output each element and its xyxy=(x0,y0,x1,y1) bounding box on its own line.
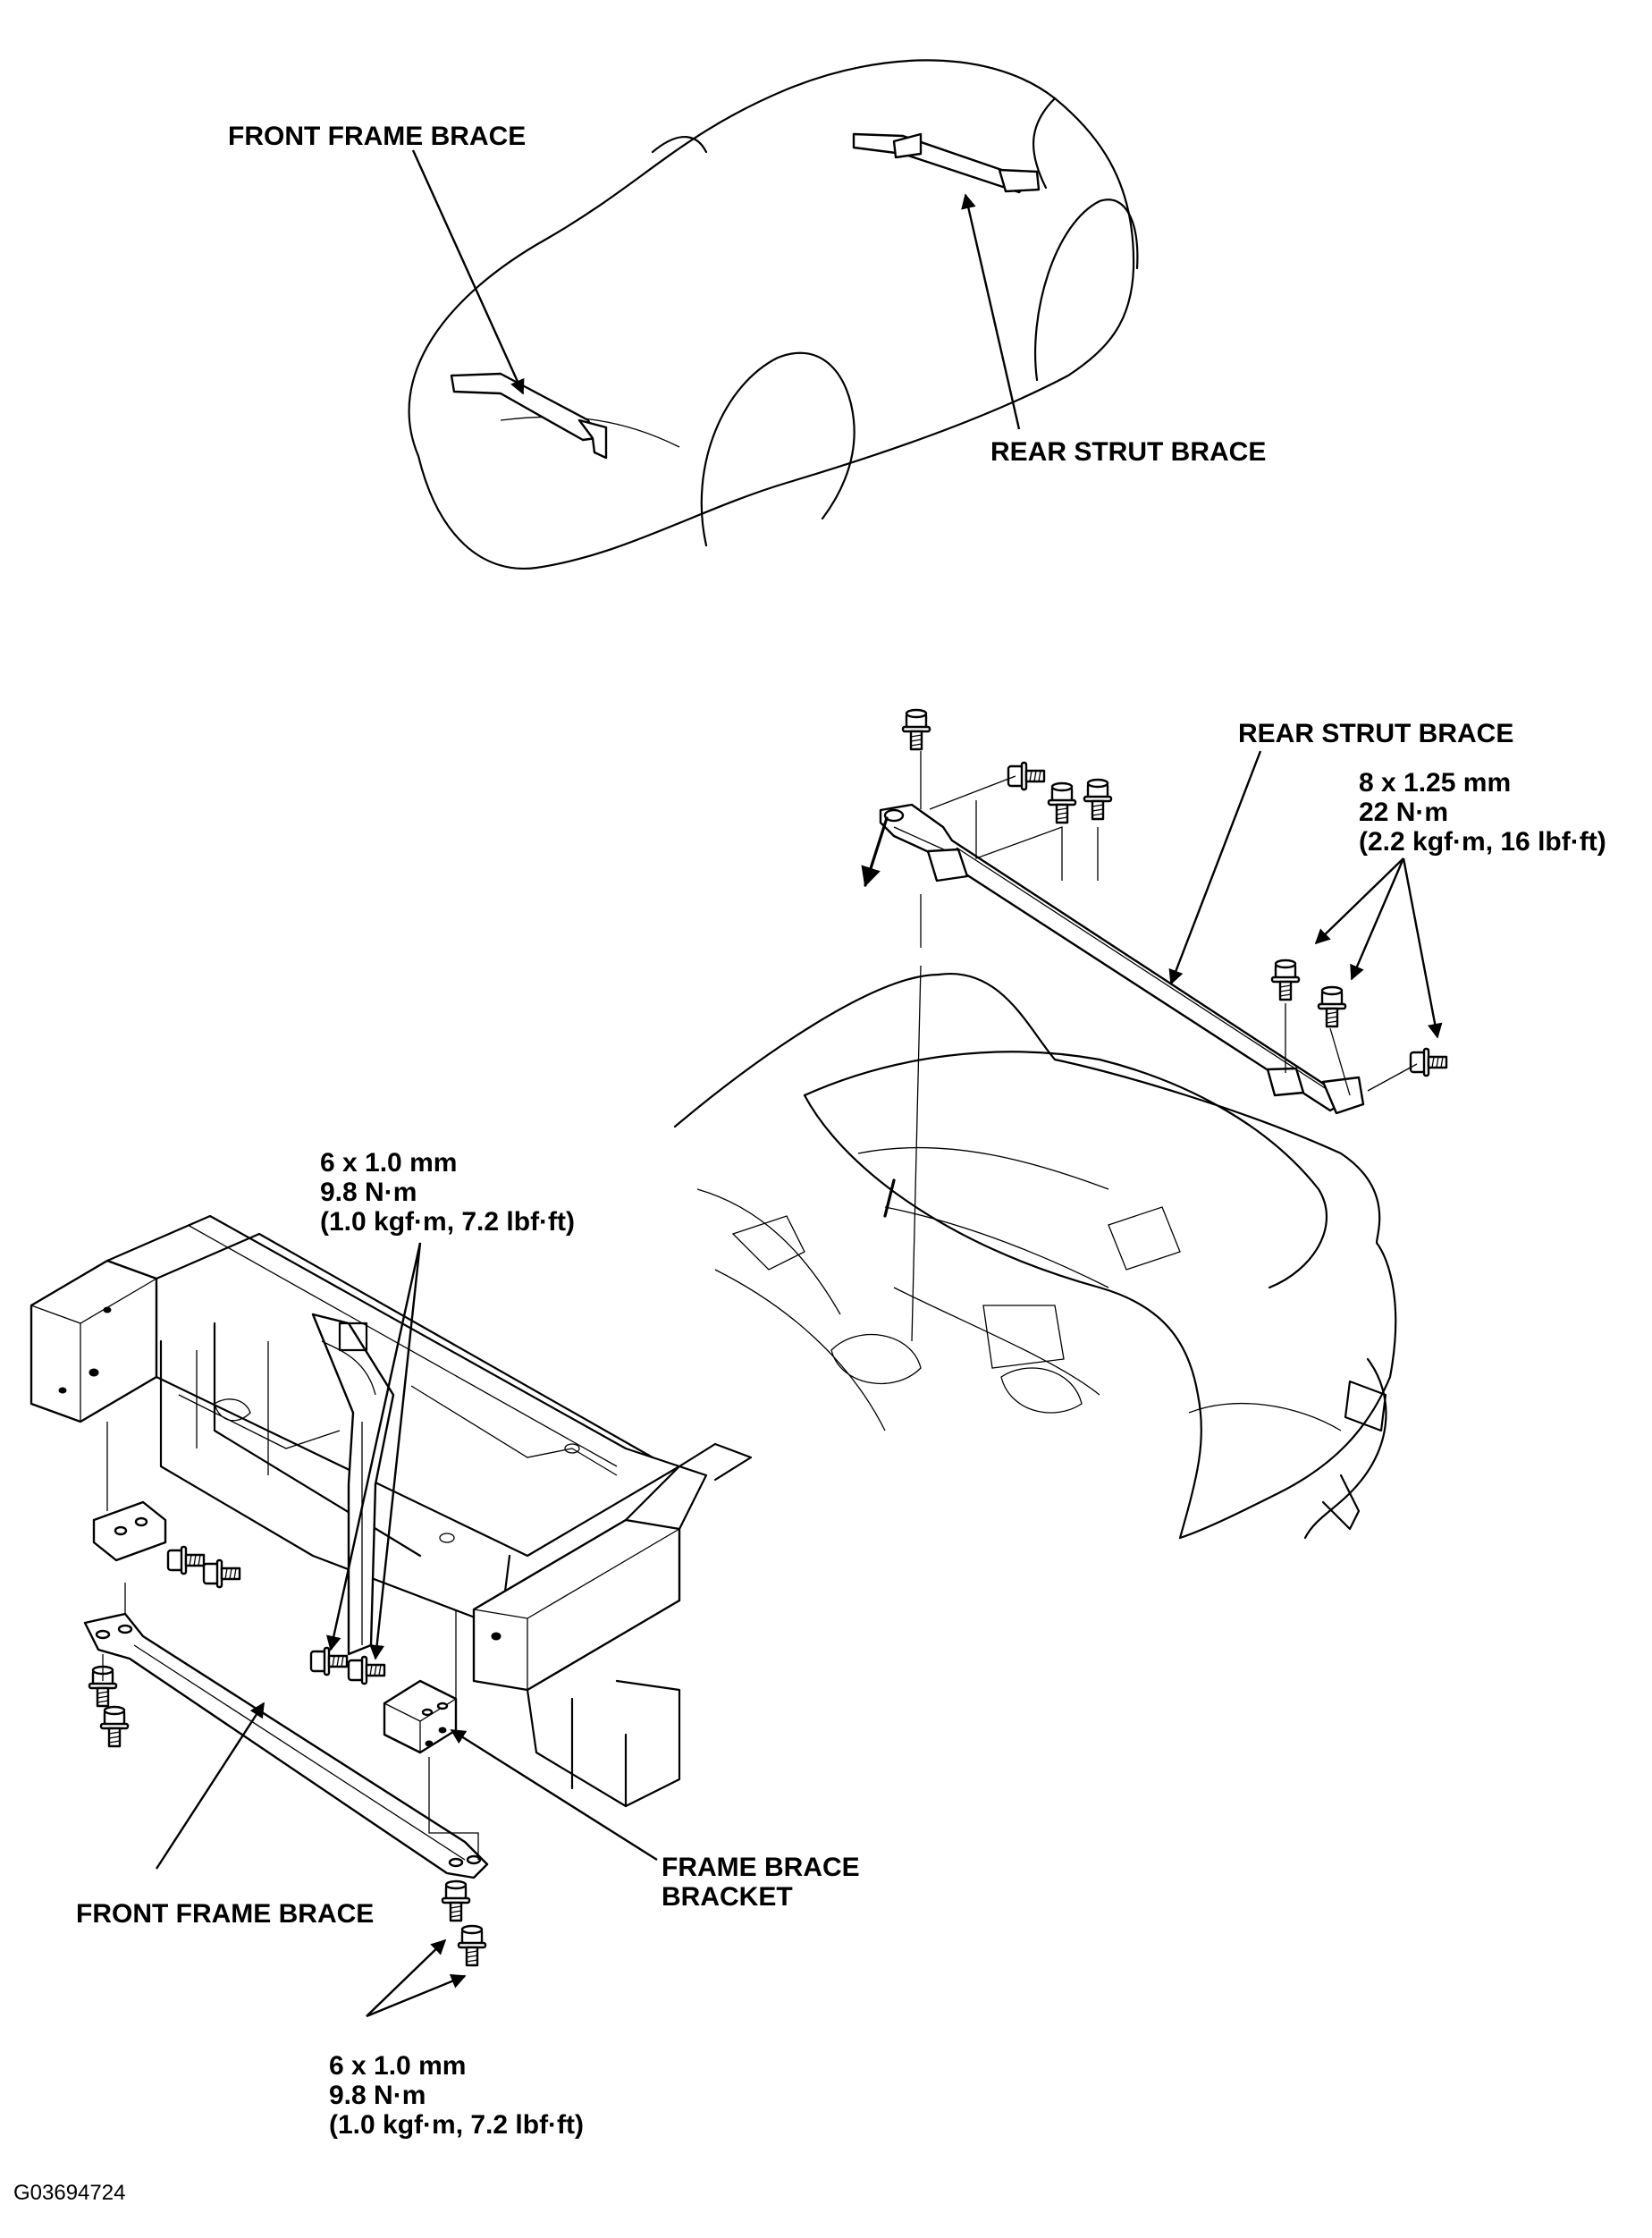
rear-floor-contours xyxy=(731,1206,1181,1414)
front-upper-bracket xyxy=(92,1422,241,1589)
front-frame-section xyxy=(30,1214,753,1808)
label-frame-brace-bracket-line1: FRAME BRACE xyxy=(662,1853,860,1882)
front-right-bolt-2 xyxy=(457,1924,487,1967)
rear-brace-left-mount xyxy=(926,848,969,883)
rear-bolts xyxy=(901,708,1448,1077)
rear-bolt-2 xyxy=(1007,761,1046,791)
rear-brace-right-end xyxy=(1321,1076,1365,1115)
rear-inner-panel xyxy=(696,1146,1109,1431)
label-upper-spec-line3: (1.0 kgf·m, 7.2 lbf·ft) xyxy=(320,1207,575,1237)
front-upper-bolt-1 xyxy=(166,1545,206,1575)
rear-trunk-panel xyxy=(803,1094,1202,1540)
front-left-bolt-2 xyxy=(99,1705,130,1748)
label-lower-spec-line3: (1.0 kgf·m, 7.2 lbf·ft) xyxy=(329,2110,584,2140)
label-upper-spec-line1: 6 x 1.0 mm xyxy=(320,1148,457,1178)
rear-bolt-1 xyxy=(901,708,931,751)
label-rear-spec-line2: 22 N·m xyxy=(1359,798,1448,827)
figure-code: G03694724 xyxy=(13,2181,125,2205)
rear-bumper-tab xyxy=(1321,1474,1361,1531)
label-upper-spec-line2: 9.8 N·m xyxy=(320,1178,417,1207)
car-rear-strut-brace xyxy=(852,132,1041,194)
frame-left-rail-end xyxy=(30,1259,158,1423)
car-overview xyxy=(408,59,1139,570)
rear-bolt-6 xyxy=(1317,985,1347,1028)
rear-alignment-lines xyxy=(861,751,1418,1342)
rear-strut-brace xyxy=(879,803,1365,1115)
label-front-frame-brace: FRONT FRAME BRACE xyxy=(76,1899,374,1929)
label-lower-spec-line2: 9.8 N·m xyxy=(329,2081,426,2110)
bracket-bolt-2 xyxy=(347,1655,386,1685)
label-top-front-frame-brace: FRONT FRAME BRACE xyxy=(228,122,526,151)
rear-bolt-4 xyxy=(1083,778,1113,821)
car-body-outline xyxy=(408,59,1135,570)
rear-bolt-7 xyxy=(1409,1047,1448,1077)
label-rear-spec-line3: (2.2 kgf·m, 16 lbf·ft) xyxy=(1359,827,1606,857)
rear-body-section xyxy=(673,972,1397,1540)
car-rear-wheel xyxy=(1033,198,1139,382)
rear-quarter-panel xyxy=(1303,1357,1387,1540)
rear-bolt-3 xyxy=(1047,781,1077,824)
bracket-bolt-1 xyxy=(309,1646,349,1676)
car-roof-line xyxy=(651,97,1057,190)
rear-body-outline xyxy=(673,972,1397,1540)
label-lower-spec-line1: 6 x 1.0 mm xyxy=(329,2051,466,2081)
label-top-rear-strut-brace: REAR STRUT BRACE xyxy=(990,437,1266,467)
rear-bolt-5 xyxy=(1270,959,1301,1001)
rear-body-edge xyxy=(803,1051,1328,1289)
label-rear-strut-brace: REAR STRUT BRACE xyxy=(1238,719,1513,748)
label-frame-brace-bracket-line2: BRACKET xyxy=(662,1882,793,1912)
front-upper-bolt-2 xyxy=(202,1558,241,1589)
rear-brace-right-mount xyxy=(1266,1067,1305,1097)
front-right-bolt-1 xyxy=(441,1879,471,1922)
front-frame-brace xyxy=(83,1583,489,1879)
car-front-frame-brace xyxy=(450,372,608,460)
rear-wheel-arch xyxy=(1188,1402,1342,1431)
car-front-wheel xyxy=(700,351,856,547)
label-rear-spec-line1: 8 x 1.25 mm xyxy=(1359,768,1511,798)
car-hood-line xyxy=(500,416,680,448)
